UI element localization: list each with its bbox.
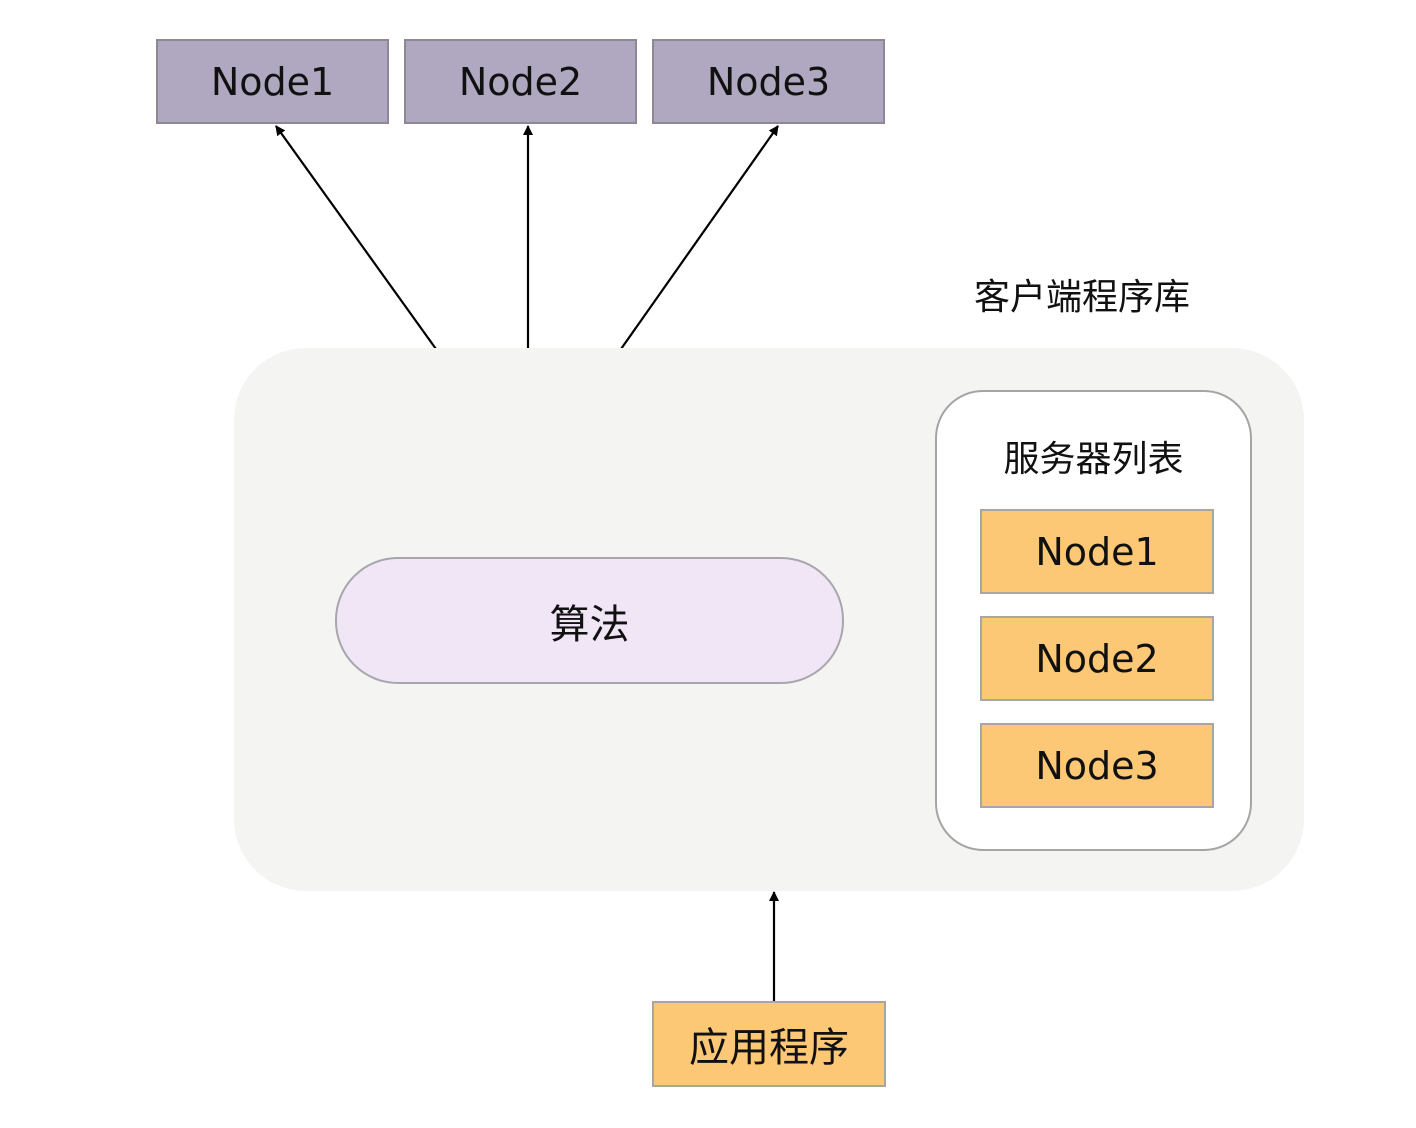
- server-list-title: 服务器列表: [1003, 439, 1184, 480]
- top-node-3-label: Node3: [706, 59, 831, 104]
- client-library-label: 客户端程序库: [974, 277, 1191, 318]
- algorithm-label: 算法: [549, 601, 630, 648]
- top-node-2-label: Node2: [458, 59, 583, 104]
- application-label: 应用程序: [689, 1025, 849, 1071]
- top-node-2: Node2: [404, 39, 637, 124]
- arrow-to-node1: [275, 125, 437, 350]
- top-node-1-label: Node1: [210, 59, 335, 104]
- top-node-1: Node1: [156, 39, 389, 124]
- application-box: 应用程序: [652, 1001, 886, 1087]
- server-list-node-1: Node1: [980, 509, 1214, 594]
- server-list-node-3-label: Node3: [1035, 743, 1159, 788]
- server-list-node-1-label: Node1: [1035, 529, 1159, 574]
- server-list-node-3: Node3: [980, 723, 1214, 808]
- server-list-node-2: Node2: [980, 616, 1214, 701]
- arrow-to-node3: [620, 125, 779, 350]
- server-list-node-2-label: Node2: [1035, 636, 1159, 681]
- algorithm-box: 算法: [335, 557, 844, 684]
- top-node-3: Node3: [652, 39, 885, 124]
